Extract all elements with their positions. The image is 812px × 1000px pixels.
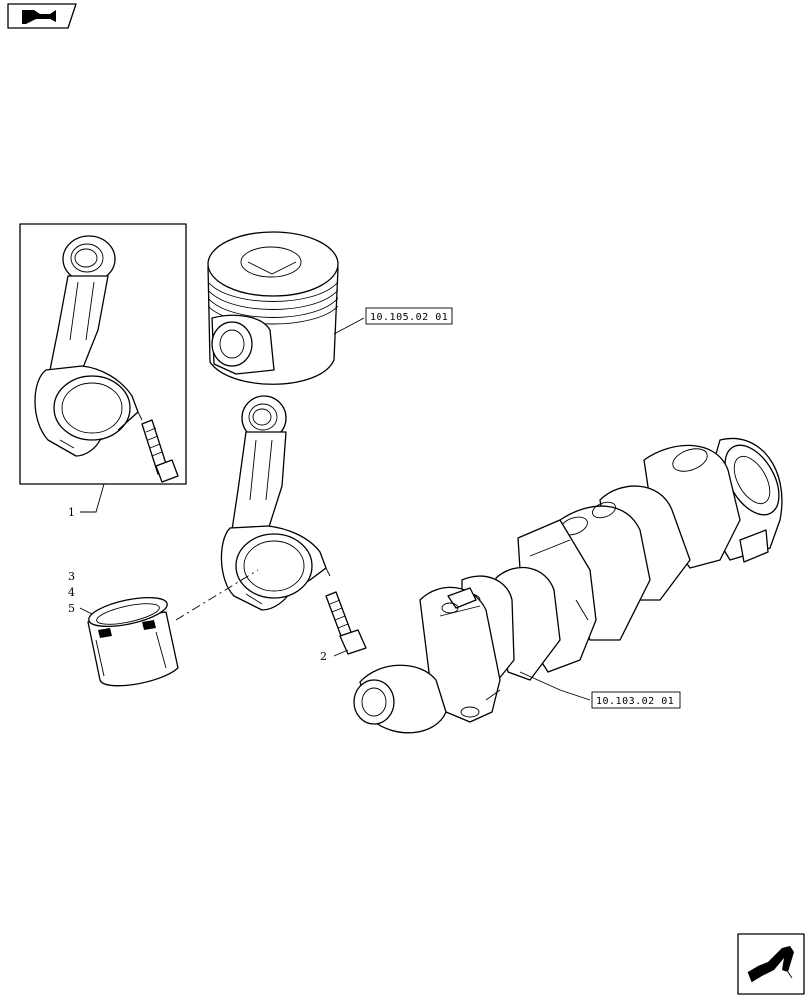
prev-page-arrow-icon[interactable] <box>7 3 77 29</box>
callout-4: 4 <box>68 586 75 599</box>
crankshaft-ref-label[interactable]: 10.103.02 01 <box>596 696 674 707</box>
kit-frame <box>19 223 187 485</box>
piston-ref-label[interactable]: 10.105.02 01 <box>370 312 448 323</box>
connecting-rod <box>220 395 331 611</box>
callout-3: 3 <box>68 570 75 583</box>
piston <box>207 231 339 385</box>
callout-5: 5 <box>68 602 75 615</box>
rod-bolt <box>325 591 367 655</box>
piston-ref-box[interactable] <box>365 307 453 325</box>
callout-2: 2 <box>320 650 327 663</box>
next-page-arrow-icon[interactable] <box>737 933 805 995</box>
callout-1: 1 <box>68 506 75 519</box>
crankshaft <box>353 437 783 734</box>
connecting-rod-kit <box>34 235 179 483</box>
crankshaft-ref-box[interactable] <box>591 691 681 709</box>
bearing-shell <box>87 596 179 687</box>
